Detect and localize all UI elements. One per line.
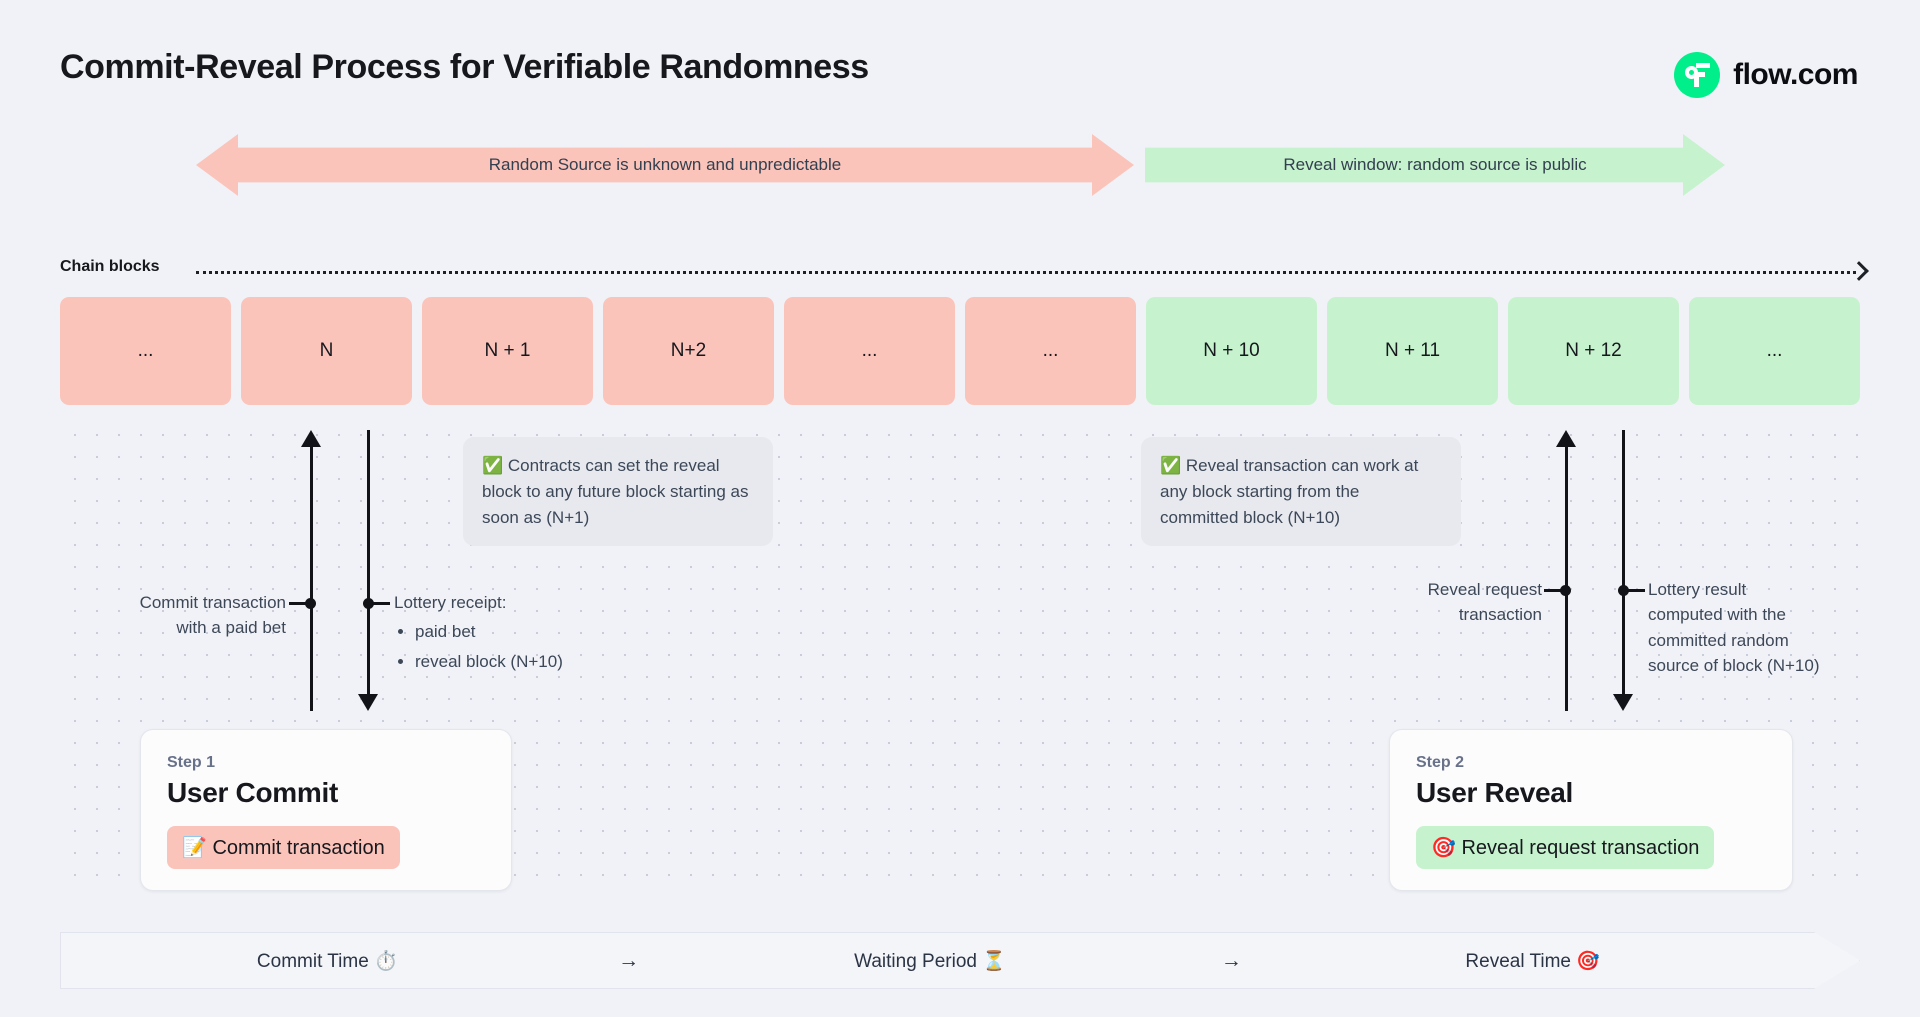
commit-transaction-line2: with a paid bet bbox=[176, 618, 286, 638]
flow-logo-icon bbox=[1674, 52, 1721, 98]
chain-block[interactable]: N + 10 bbox=[1146, 297, 1317, 405]
chain-block[interactable]: ... bbox=[965, 297, 1136, 405]
receipt-arrow-head bbox=[358, 694, 378, 711]
commit-transaction-line1: Commit transaction bbox=[139, 593, 286, 612]
list-item: reveal block (N+10) bbox=[415, 649, 694, 674]
chain-blocks-label: Chain blocks bbox=[60, 258, 160, 275]
step-2-pill-label: Reveal request transaction bbox=[1461, 837, 1700, 859]
page-title: Commit-Reveal Process for Verifiable Ran… bbox=[60, 48, 869, 86]
callout-reveal-text: Reveal transaction can work at any block… bbox=[1160, 456, 1419, 527]
chain-blocks-row: ... N N + 1 N+2 ... ... N + 10 N + 11 N … bbox=[60, 297, 1860, 405]
timeline-item-commit: Commit Time ⏱️ bbox=[256, 950, 398, 972]
chain-block[interactable]: N + 12 bbox=[1508, 297, 1679, 405]
result-dot bbox=[1618, 585, 1629, 596]
chain-block[interactable]: ... bbox=[1689, 297, 1860, 405]
banner-unknown-label: Random Source is unknown and unpredictab… bbox=[488, 155, 842, 174]
chain-block[interactable]: N+2 bbox=[603, 297, 774, 405]
direct-hit-emoji: 🎯 bbox=[1431, 837, 1456, 859]
result-arrow-head bbox=[1613, 694, 1633, 711]
reveal-request-label: Reveal request transaction bbox=[1330, 577, 1542, 628]
lottery-result-line2: computed with the bbox=[1648, 605, 1786, 625]
result-tick bbox=[1621, 589, 1645, 592]
lottery-result-line1: Lottery result bbox=[1648, 580, 1747, 599]
lottery-result-label: Lottery result computed with the committ… bbox=[1648, 577, 1888, 678]
commit-arrow-head bbox=[301, 430, 321, 447]
lottery-result-line4: source of block (N+10) bbox=[1648, 655, 1820, 675]
list-item: paid bet bbox=[415, 619, 694, 644]
receipt-dot bbox=[363, 598, 374, 609]
reveal-arrow-line bbox=[1565, 446, 1568, 711]
chain-timeline-line bbox=[196, 271, 1856, 274]
arrow-right-icon: → bbox=[1220, 948, 1242, 972]
receipt-arrow-line bbox=[367, 430, 370, 695]
check-mark-button-emoji: ✅ bbox=[482, 456, 504, 475]
receipt-tick bbox=[366, 602, 390, 605]
chain-block[interactable]: N + 1 bbox=[422, 297, 593, 405]
step-card-commit[interactable]: Step 1 User Commit 📝 Commit transaction bbox=[140, 729, 512, 891]
step-1-label: Step 1 bbox=[167, 754, 216, 771]
lottery-receipt-bullets: paid bet reveal block (N+10) bbox=[394, 619, 694, 674]
memo-emoji: 📝 bbox=[182, 837, 207, 859]
reveal-request-line2: transaction bbox=[1458, 605, 1542, 625]
callout-contracts: ✅ Contracts can set the reveal block to … bbox=[463, 437, 773, 547]
step-1-heading: User Commit bbox=[167, 777, 338, 808]
process-timeline: Commit Time ⏱️ → Waiting Period ⏳ → Reve… bbox=[60, 932, 1860, 989]
arrow-right-icon: → bbox=[618, 948, 640, 972]
chain-block[interactable]: ... bbox=[60, 297, 231, 405]
brand-logo: flow.com bbox=[1674, 52, 1858, 98]
banner-reveal-label: Reveal window: random source is public bbox=[1283, 155, 1587, 174]
lottery-receipt-title: Lottery receipt: bbox=[394, 593, 507, 612]
step-2-label: Step 2 bbox=[1416, 754, 1465, 771]
chain-block[interactable]: ... bbox=[784, 297, 955, 405]
check-mark-button-emoji: ✅ bbox=[1160, 456, 1182, 475]
commit-tick bbox=[289, 602, 313, 605]
timeline-item-reveal: Reveal Time 🎯 bbox=[1465, 950, 1600, 972]
chain-block[interactable]: N + 11 bbox=[1327, 297, 1498, 405]
chevron-right-icon bbox=[1852, 261, 1870, 281]
chain-block[interactable]: N bbox=[241, 297, 412, 405]
banner-unknown-window: Random Source is unknown and unpredictab… bbox=[196, 134, 1134, 196]
callout-contracts-text: Contracts can set the reveal block to an… bbox=[482, 456, 749, 527]
reveal-arrow-head bbox=[1556, 430, 1576, 447]
commit-arrow-line bbox=[310, 446, 313, 711]
banner-reveal-window: Reveal window: random source is public bbox=[1145, 134, 1725, 196]
step-card-reveal[interactable]: Step 2 User Reveal 🎯 Reveal request tran… bbox=[1389, 729, 1793, 891]
commit-dot bbox=[305, 598, 316, 609]
brand-name: flow.com bbox=[1733, 58, 1858, 91]
commit-transaction-label: Commit transaction with a paid bet bbox=[60, 590, 286, 641]
lottery-result-line3: committed random bbox=[1648, 630, 1789, 650]
step-1-pill-label: Commit transaction bbox=[212, 837, 385, 859]
callout-reveal: ✅ Reveal transaction can work at any blo… bbox=[1141, 437, 1461, 547]
reveal-tick bbox=[1544, 589, 1568, 592]
step-1-pill[interactable]: 📝 Commit transaction bbox=[167, 826, 400, 869]
phase-banners: Random Source is unknown and unpredictab… bbox=[0, 134, 1920, 196]
timeline-item-waiting: Waiting Period ⏳ bbox=[854, 950, 1006, 972]
reveal-request-line1: Reveal request bbox=[1427, 580, 1542, 599]
reveal-dot bbox=[1560, 585, 1571, 596]
result-arrow-line bbox=[1622, 430, 1625, 695]
step-2-heading: User Reveal bbox=[1416, 777, 1574, 808]
step-2-pill[interactable]: 🎯 Reveal request transaction bbox=[1416, 826, 1715, 869]
lottery-receipt-label: Lottery receipt: paid bet reveal block (… bbox=[394, 590, 694, 674]
